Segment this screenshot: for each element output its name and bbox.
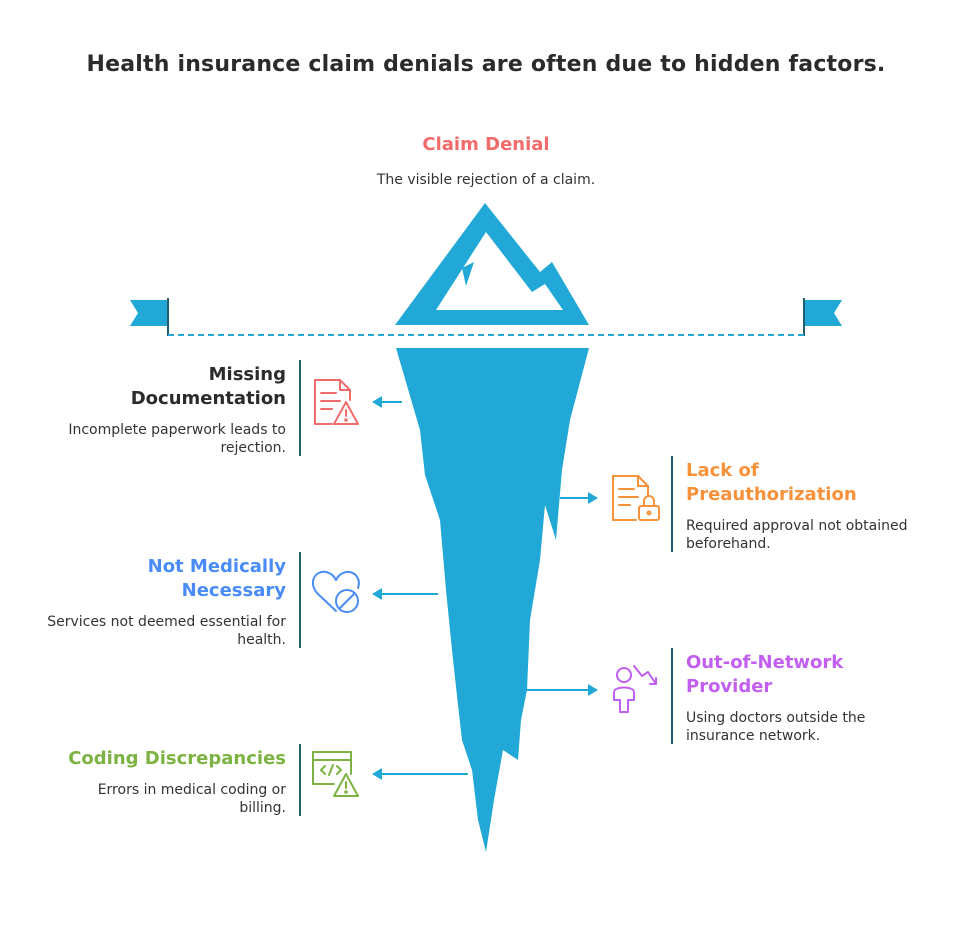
divider-out-of-network-provider: [671, 648, 673, 744]
missing-documentation-title: Missing Documentation: [130, 364, 286, 409]
not-medically-necessary-title: Not Medically Necessary: [147, 556, 286, 601]
arrow-lack-of-preauthorization: [560, 492, 598, 504]
divider-coding-discrepancies: [299, 744, 301, 816]
iceberg-tip-notch: [462, 262, 474, 286]
claim-denial-title: Claim Denial: [422, 134, 550, 155]
code-warning-icon: [312, 751, 359, 797]
right-flag: [804, 300, 842, 326]
iceberg-body: [396, 348, 589, 852]
left-flag: [130, 300, 168, 326]
arrow-not-medically-necessary: [372, 588, 438, 600]
lack-of-preauthorization-description: Required approval not obtained beforehan…: [686, 518, 908, 552]
out-of-network-provider-title: Out-of-Network Provider: [686, 652, 844, 697]
arrow-coding-discrepancies: [372, 768, 468, 780]
claim-denial-description: The visible rejection of a claim.: [376, 172, 596, 188]
document-warning-icon: [314, 379, 359, 425]
person-decline-icon: [613, 665, 657, 713]
arrow-out-of-network-provider: [526, 684, 598, 696]
arrow-missing-documentation: [372, 396, 402, 408]
divider-missing-documentation: [299, 360, 301, 456]
diagram-title: Health insurance claim denials are often…: [86, 52, 886, 77]
out-of-network-provider-description: Using doctors outside the insurance netw…: [686, 710, 866, 744]
coding-discrepancies-title: Coding Discrepancies: [68, 748, 286, 769]
divider-not-medically-necessary: [299, 552, 301, 648]
heart-blocked-icon: [311, 570, 360, 613]
lack-of-preauthorization-title: Lack of Preauthorization: [686, 460, 857, 505]
divider-lack-of-preauthorization: [671, 456, 673, 552]
not-medically-necessary-description: Services not deemed essential for health…: [47, 614, 286, 648]
document-lock-icon: [612, 475, 660, 521]
coding-discrepancies-description: Errors in medical coding or billing.: [97, 782, 286, 816]
missing-documentation-description: Incomplete paperwork leads to rejection.: [68, 422, 286, 456]
iceberg-tip: [395, 203, 589, 325]
